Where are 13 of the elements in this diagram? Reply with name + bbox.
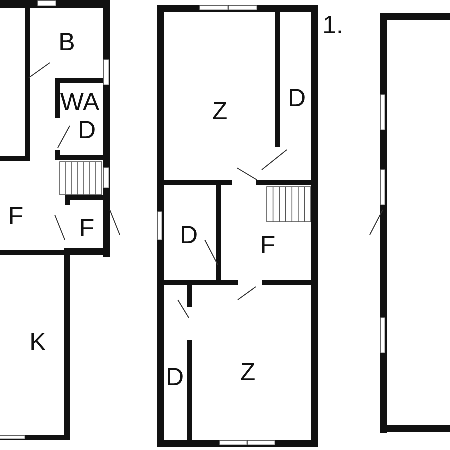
room-label: Z (240, 360, 256, 386)
room-label: B (58, 30, 76, 56)
room-label: D (166, 366, 184, 390)
room-label: D (180, 224, 198, 248)
room-label: D (78, 118, 96, 144)
room-label: D (288, 86, 306, 112)
room-label: WA (60, 90, 100, 116)
room-label: F (8, 204, 24, 230)
room-label: F (79, 216, 95, 242)
room-label: Z (212, 100, 228, 124)
room-label: F (260, 234, 276, 258)
room-label: K (30, 330, 46, 356)
floor-number: 1. (322, 14, 344, 38)
